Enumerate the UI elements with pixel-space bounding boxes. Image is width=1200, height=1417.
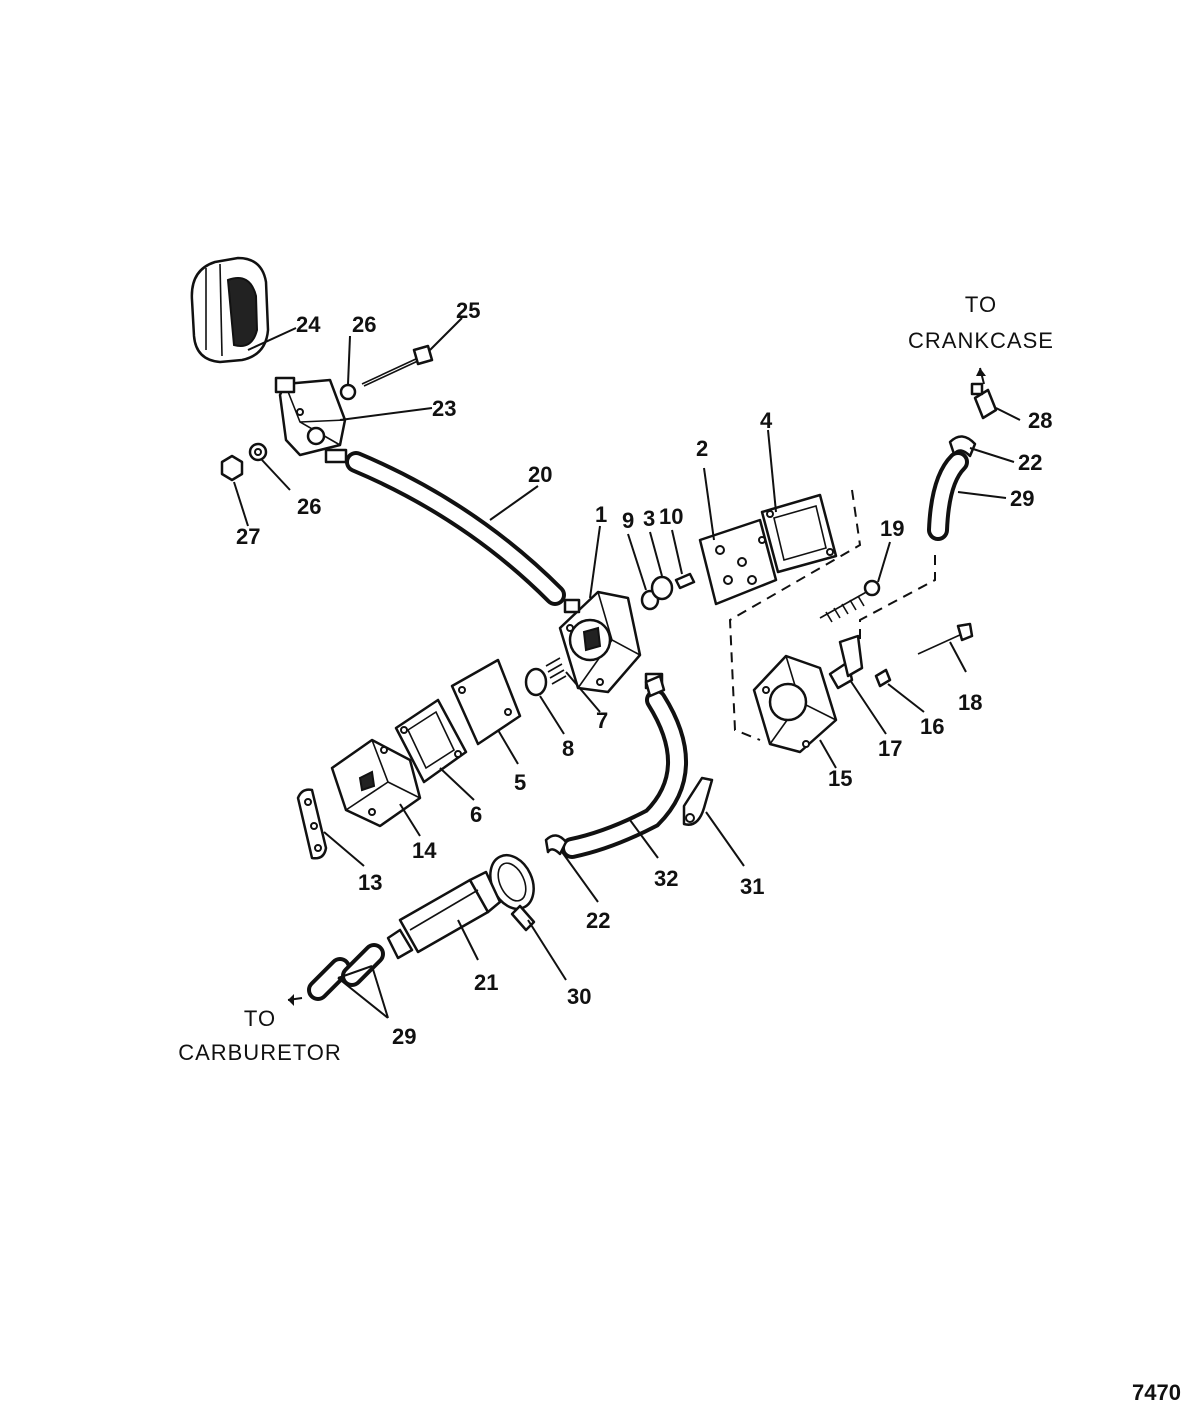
- part-32-hose-end: [644, 674, 666, 698]
- destination-crankcase-line1: TO: [965, 292, 997, 317]
- callout-17: 17: [878, 736, 902, 761]
- callout-29-bottom: 29: [392, 1024, 416, 1049]
- callout-22-bottom: 22: [586, 908, 610, 933]
- callout-28: 28: [1028, 408, 1052, 433]
- destination-crankcase-line2: CRANKCASE: [908, 328, 1054, 353]
- callout-14: 14: [412, 838, 437, 863]
- part-26-washer-top: [339, 383, 357, 401]
- callout-22-top: 22: [1018, 450, 1042, 475]
- callout-21: 21: [474, 970, 498, 995]
- callout-9: 9: [622, 508, 634, 533]
- callout-10: 10: [659, 504, 683, 529]
- callout-1: 1: [595, 502, 607, 527]
- part-22-clip-bottom: [544, 834, 568, 856]
- part-28-fitting: [970, 382, 998, 420]
- part-18-bolt: [917, 622, 974, 655]
- leader-lines: [233, 317, 1021, 1019]
- part-32-hose: [561, 689, 688, 859]
- callout-2: 2: [696, 436, 708, 461]
- destination-carburetor-label: TO CARBURETOR: [178, 1006, 342, 1065]
- part-6-gasket: [394, 698, 468, 784]
- part-17-elbow: [828, 634, 864, 690]
- callout-18: 18: [958, 690, 982, 715]
- part-16-plug: [874, 668, 892, 688]
- callout-32: 32: [654, 866, 678, 891]
- callout-26-bottom: 26: [297, 494, 321, 519]
- callout-25: 25: [456, 298, 480, 323]
- callout-20: 20: [528, 462, 552, 487]
- part-24-boot: [190, 256, 270, 364]
- part-30-clamp: [489, 854, 536, 932]
- part-4-gasket: [760, 493, 838, 574]
- part-8-oring: [524, 667, 548, 697]
- part-23-pump-unit: [274, 376, 348, 464]
- callout-19: 19: [880, 516, 904, 541]
- callout-numbers: 1 2 3 4 5 6 7 8 9 10 13 14 15 16 17 18 1…: [236, 298, 1052, 1049]
- callout-4: 4: [760, 408, 773, 433]
- callout-30: 30: [567, 984, 591, 1009]
- callout-27: 27: [236, 524, 260, 549]
- part-25-bolt: [361, 344, 434, 387]
- callout-31: 31: [740, 874, 764, 899]
- part-10-screw: [674, 572, 696, 590]
- part-27-nut: [220, 454, 244, 482]
- callout-29-top: 29: [1010, 486, 1034, 511]
- part-1-pump-body: [558, 590, 664, 694]
- figure-number: 7470: [1132, 1380, 1181, 1405]
- part-7-spring: [545, 657, 567, 685]
- callout-6: 6: [470, 802, 482, 827]
- part-13-link-plate: [296, 788, 328, 860]
- destination-carburetor-line1: TO: [244, 1006, 276, 1031]
- part-29-hose-top: [927, 451, 969, 541]
- part-20-hose: [345, 451, 566, 606]
- part-3-washer: [650, 575, 674, 601]
- callout-24: 24: [296, 312, 321, 337]
- callout-16: 16: [920, 714, 944, 739]
- callout-7: 7: [596, 708, 608, 733]
- part-31-bracket: [682, 776, 714, 826]
- callout-13: 13: [358, 870, 382, 895]
- callout-5: 5: [514, 770, 526, 795]
- part-19-bolt: [819, 579, 881, 623]
- part-14-base-plate: [330, 738, 422, 828]
- destination-crankcase-label: TO CRANKCASE: [908, 292, 1054, 353]
- callout-15: 15: [828, 766, 852, 791]
- callout-23: 23: [432, 396, 456, 421]
- part-29-hose-bottom-1: [307, 957, 351, 1001]
- destination-carburetor-line2: CARBURETOR: [178, 1040, 342, 1065]
- part-5-diaphragm: [450, 658, 522, 746]
- part-2-diaphragm: [698, 518, 778, 606]
- alignment-dashed-line-left: [728, 489, 862, 741]
- callout-8: 8: [562, 736, 574, 761]
- callout-26-top: 26: [352, 312, 376, 337]
- alignment-dashed-line-right: [859, 555, 936, 640]
- part-15-cover: [752, 654, 838, 754]
- part-21-filter: [386, 870, 502, 960]
- callout-3: 3: [643, 506, 655, 531]
